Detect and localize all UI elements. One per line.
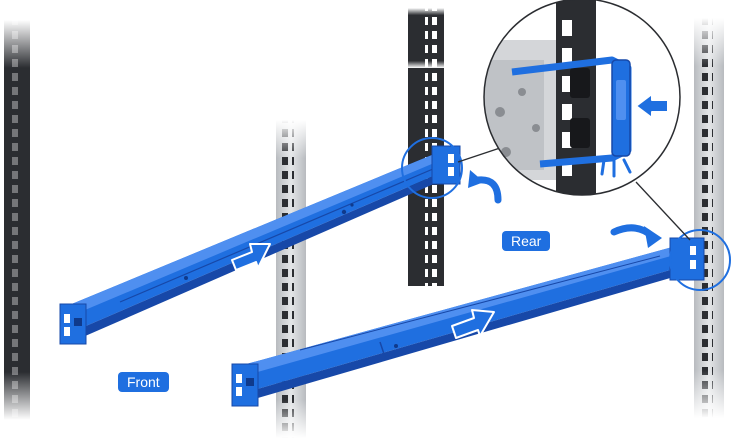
upper-rail-front-bracket [59, 303, 87, 345]
highlight-circle-lower [669, 229, 731, 291]
magnifier-connector-left [457, 147, 501, 163]
lower-rail-rear-bracket [669, 237, 705, 281]
magnifier-detail [483, 0, 681, 196]
rotate-arrow-upper-icon [468, 170, 502, 204]
highlight-circle-upper [401, 137, 463, 199]
front-label: Front [118, 372, 169, 392]
rack-post-front-left [4, 20, 30, 420]
rotate-arrow-lower-icon [610, 224, 662, 248]
lower-rail-front-bracket [231, 363, 259, 407]
press-arrow-icon [635, 93, 669, 119]
direction-arrow-lower-icon [451, 309, 495, 339]
click-marks-icon [600, 156, 632, 178]
magnifier-connector-right [635, 181, 691, 241]
upper-rail-rear-bracket [431, 145, 461, 185]
rack-post-rear-right [694, 18, 724, 418]
direction-arrow-upper-icon [231, 243, 271, 271]
rear-label: Rear [502, 231, 551, 251]
